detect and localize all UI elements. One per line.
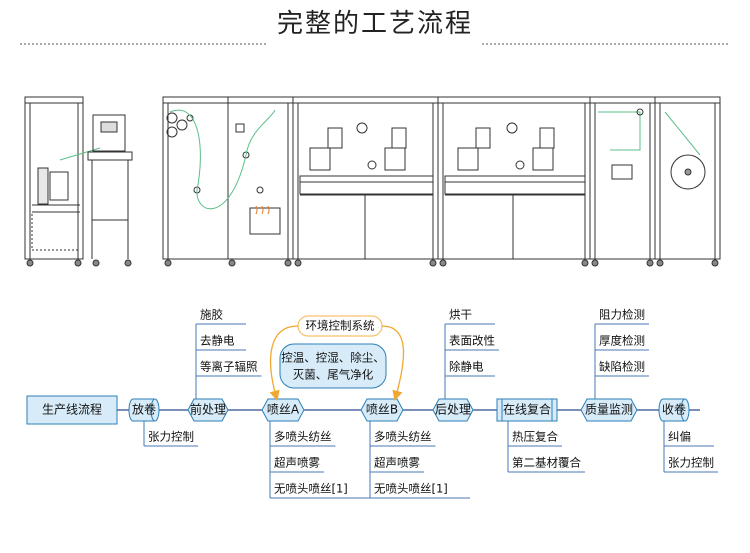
branch-pretreat-above-item: 去静电 xyxy=(200,334,235,348)
branch-composite-below-item: 第二基材覆合 xyxy=(512,456,581,470)
step-node-spin-a xyxy=(261,398,305,422)
env-detail-box xyxy=(279,343,387,389)
env-detail-line1: 控温、控湿、除尘、 xyxy=(281,351,385,365)
step-node-composite-label: 在线复合 xyxy=(503,402,551,417)
step-node-rewind-label: 收卷 xyxy=(662,402,686,417)
machine-unit-spinning-a xyxy=(292,96,439,260)
branch-posttreat-above-item: 表面改性 xyxy=(449,334,495,348)
machine-unit-post-treatment xyxy=(589,96,656,260)
branch-spinA-below-item: 多喷头纺丝 xyxy=(274,430,332,444)
branch-spinB-below-item: 多喷头纺丝 xyxy=(374,430,432,444)
branch-spinB-below-item: 超声喷雾 xyxy=(374,456,420,470)
machine-unit-pretreatment xyxy=(162,96,294,260)
step-node-pretreat-label: 前处理 xyxy=(190,402,226,417)
branch-pretreat-above-item: 等离子辐照 xyxy=(200,360,258,374)
env-arrow-to-spin-b xyxy=(381,325,405,402)
env-detail-line2: 灭菌、尾气净化 xyxy=(293,368,374,382)
start-node xyxy=(26,395,118,425)
start-node-label: 生产线流程 xyxy=(42,402,102,417)
branch-rewind-below-item: 张力控制 xyxy=(668,456,714,470)
branch-rewind-below-item: 纠偏 xyxy=(668,430,691,444)
machine-unit-spinning-b xyxy=(437,96,591,260)
branch-posttreat-above-item: 除静电 xyxy=(449,360,484,374)
step-node-posttreat-label: 后处理 xyxy=(435,403,471,417)
machine-unit-unwind xyxy=(24,96,101,260)
page-title: 完整的工艺流程 xyxy=(277,9,473,39)
branch-posttreat-above-item: 烘干 xyxy=(449,308,472,322)
branch-quality-above-item: 厚度检测 xyxy=(599,334,645,348)
env-arrow-to-spin-a xyxy=(269,325,299,402)
machine-unit-rewind xyxy=(654,96,721,260)
step-node-unwind-label: 放卷 xyxy=(132,402,156,417)
branch-quality-above-item: 阻力检测 xyxy=(599,308,645,322)
step-node-rewind-rim xyxy=(680,398,686,422)
branch-spinA-below-item: 超声喷雾 xyxy=(274,456,320,470)
step-node-pretreat xyxy=(187,398,229,422)
branch-pretreat-above-item: 施胶 xyxy=(200,308,223,322)
branch-spinB-below-item: 无喷头喷丝[1] xyxy=(374,482,448,496)
branch-composite-below-item: 热压复合 xyxy=(512,430,558,444)
step-node-unwind-rim xyxy=(150,398,156,422)
env-title: 环境控制系统 xyxy=(306,319,375,333)
production-line-illustration xyxy=(24,96,721,267)
step-node-quality-label: 质量监测 xyxy=(585,403,633,417)
step-node-quality xyxy=(580,398,638,422)
step-node-spin-a-label: 喷丝A xyxy=(267,403,300,417)
branch-quality-above-item: 缺陷检测 xyxy=(599,360,645,374)
machine-unit-control-stand xyxy=(87,114,133,259)
branch-unwind-below-item: 张力控制 xyxy=(148,430,194,444)
step-node-composite xyxy=(496,398,558,422)
branch-spinA-below-item: 无喷头喷丝[1] xyxy=(274,482,348,496)
step-node-posttreat xyxy=(432,398,474,422)
step-node-spin-b-label: 喷丝B xyxy=(366,403,398,417)
machine-casters xyxy=(26,259,719,267)
